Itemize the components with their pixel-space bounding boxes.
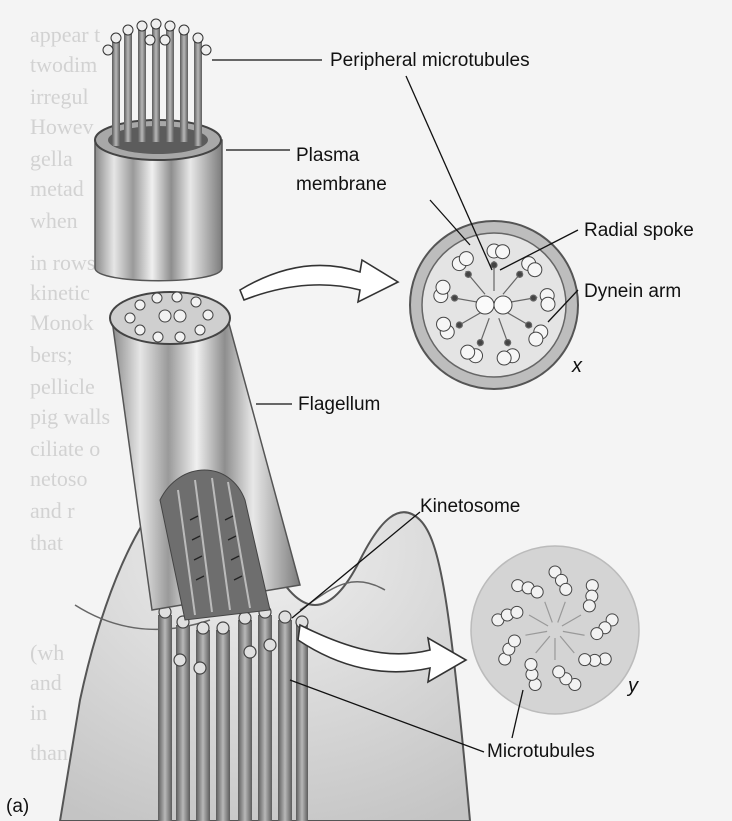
triplet-microtubule bbox=[560, 583, 572, 595]
triplet-microtubule bbox=[553, 666, 565, 678]
spoke-head bbox=[452, 295, 458, 301]
label-microtubules: Microtubules bbox=[487, 741, 595, 762]
background-text-line: Howev bbox=[30, 114, 94, 139]
spoke-head bbox=[456, 322, 462, 328]
label-peripheral-microtubules: Peripheral microtubules bbox=[330, 50, 530, 71]
label-radial-spoke: Radial spoke bbox=[584, 220, 694, 241]
marker-x: x bbox=[571, 355, 583, 377]
background-text-line: pellicle bbox=[30, 374, 95, 399]
background-text-line: when bbox=[30, 208, 78, 233]
doublet-microtubule bbox=[497, 351, 511, 365]
arrow-to-cross-section-x bbox=[240, 260, 398, 302]
label-plasma-membrane-line2: membrane bbox=[296, 174, 387, 195]
background-text-line: bers; bbox=[30, 342, 73, 367]
spoke-head bbox=[530, 295, 536, 301]
doublet-microtubule bbox=[541, 297, 555, 311]
spoke-head bbox=[477, 340, 483, 346]
doublet-microtubule bbox=[529, 332, 543, 346]
spoke-head bbox=[526, 322, 532, 328]
background-text-line: metad bbox=[30, 176, 84, 201]
triplet-microtubule bbox=[525, 658, 537, 670]
cross-section-x bbox=[410, 221, 578, 389]
doublet-microtubule bbox=[437, 317, 451, 331]
label-dynein-arm: Dynein arm bbox=[584, 281, 681, 302]
label-flagellum: Flagellum bbox=[298, 394, 380, 415]
background-text-line: kinetic bbox=[30, 280, 90, 305]
triplet-microtubule bbox=[508, 635, 520, 647]
background-text-line: twodim bbox=[30, 52, 97, 77]
label-panel-a: (a) bbox=[6, 796, 29, 817]
triplet-microtubule bbox=[583, 600, 595, 612]
label-kinetosome: Kinetosome bbox=[420, 496, 520, 517]
background-text-line: ciliate o bbox=[30, 436, 100, 461]
triplet-microtubule bbox=[579, 654, 591, 666]
doublet-microtubule bbox=[459, 252, 473, 266]
doublet-microtubule bbox=[461, 345, 475, 359]
background-text-line: netoso bbox=[30, 466, 87, 491]
background-text-line: irregul bbox=[30, 84, 89, 109]
background-text-line: and r bbox=[30, 498, 75, 523]
doublet-microtubule bbox=[436, 280, 450, 294]
background-text-line: in bbox=[30, 700, 47, 725]
triplet-microtubule bbox=[531, 586, 543, 598]
cross-section-y bbox=[471, 546, 639, 714]
background-text-line: pig walls bbox=[30, 404, 110, 429]
background-text-line: that bbox=[30, 530, 63, 555]
background-text-line: gella bbox=[30, 146, 73, 171]
label-plasma-membrane-line1: Plasma bbox=[296, 145, 360, 166]
spoke-head bbox=[491, 262, 497, 268]
background-text-line: appear t bbox=[30, 22, 100, 47]
spoke-head bbox=[505, 340, 511, 346]
background-text-line: (wh bbox=[30, 640, 64, 665]
plasma-membrane-cylinder bbox=[95, 140, 222, 281]
spoke-head bbox=[465, 271, 471, 277]
background-text-line: than bbox=[30, 740, 68, 765]
background-text-line: and bbox=[30, 670, 62, 695]
marker-y: y bbox=[626, 675, 639, 697]
spoke-head bbox=[517, 271, 523, 277]
background-text-line: Monok bbox=[30, 310, 94, 335]
background-text-line: in rows bbox=[30, 250, 95, 275]
doublet-microtubule bbox=[496, 245, 510, 259]
triplet-microtubule bbox=[511, 606, 523, 618]
doublet-microtubule bbox=[528, 263, 542, 277]
triplet-microtubule bbox=[591, 628, 603, 640]
